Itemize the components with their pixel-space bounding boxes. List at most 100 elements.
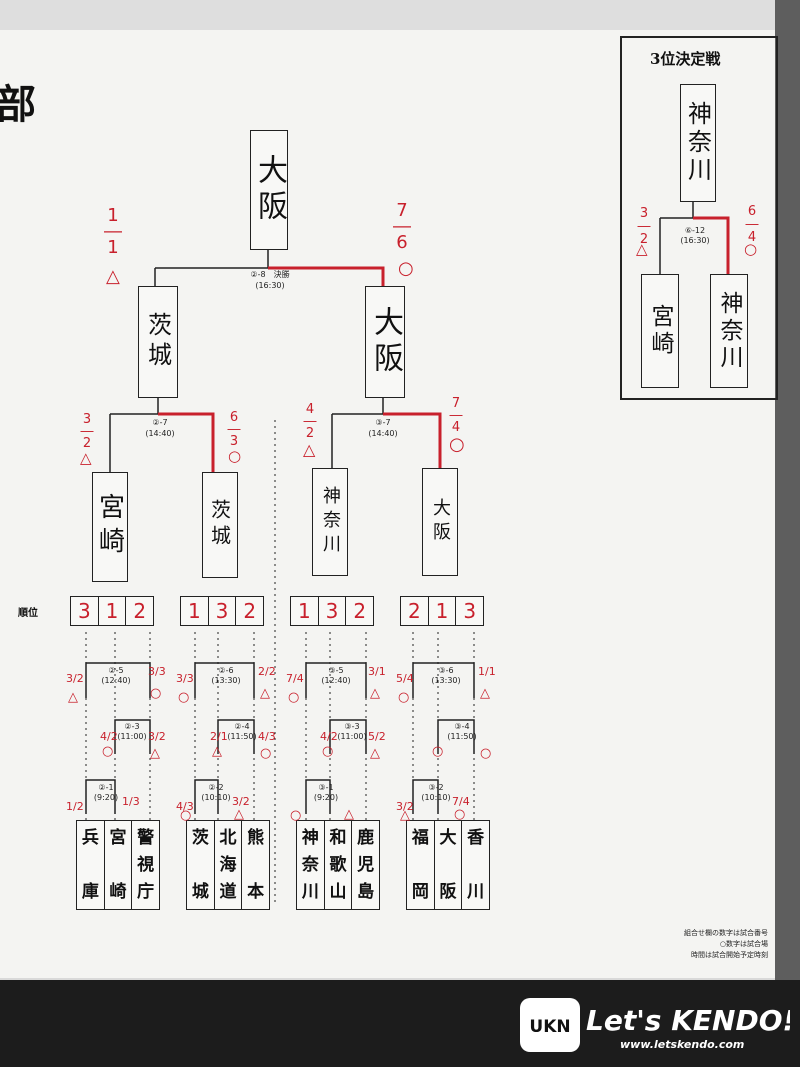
result-mark: ○ [260, 746, 272, 761]
match-time: (10:10) [421, 793, 451, 802]
rank-cell: 3 [71, 597, 99, 625]
rank-cell: 1 [99, 597, 127, 625]
team-char: 警 [137, 828, 155, 848]
score-mark: 4/3 [258, 730, 276, 743]
rank-cell: 1 [181, 597, 209, 625]
score-mark: 7/4 [452, 795, 470, 808]
result-mark: ○ [288, 690, 300, 705]
result-mark: ○ [322, 744, 334, 759]
result-mark: ○ [480, 746, 492, 761]
team-char: 宮 [109, 828, 127, 848]
final-right-score: 7―6 [393, 200, 411, 253]
rank-cell: 3 [209, 597, 237, 625]
team-char: 島 [357, 882, 375, 902]
team-row-3: 神奈川和歌山鹿児島 [296, 820, 380, 910]
final-time: (16:30) [255, 281, 285, 290]
semi-right-winner-box: 大阪 [365, 286, 405, 398]
team-cell: 茨城 [187, 821, 215, 909]
match-time: (10:10) [201, 793, 231, 802]
match-time: (11:00) [117, 732, 147, 741]
team-row-2: 茨城北海道熊本 [186, 820, 270, 910]
semi-right-r-score: 7―4 [449, 396, 463, 435]
third-place-title: 3位決定戦 [650, 50, 721, 68]
team-cell: 香川 [462, 821, 489, 909]
block-winner-2-box: 茨城 [202, 472, 238, 578]
semi-left-l-mark: △ [80, 449, 92, 467]
match-time: (11:00) [337, 732, 367, 741]
score-mark: 4/2 [320, 730, 338, 743]
logo-brand-url: www.letskendo.com [620, 1038, 744, 1051]
final-match-label: ②-8 決勝 [250, 270, 290, 279]
rank-cell: 1 [291, 597, 319, 625]
semi-right-winner: 大阪 [368, 306, 403, 378]
third-place-right-box: 神奈川 [710, 274, 748, 388]
match-time: (13:30) [211, 676, 241, 685]
score-mark: 5/2 [368, 730, 386, 743]
score-mark: 1/1 [478, 665, 496, 678]
logo-badge-text: UKN [529, 1017, 570, 1037]
match-time: (11:50) [227, 732, 257, 741]
team-char: 庁 [137, 882, 155, 902]
score-mark: 3/2 [148, 730, 166, 743]
team-cell: 兵庫 [77, 821, 105, 909]
team-char: 茨 [191, 828, 209, 848]
match-number: ②-4 [234, 722, 250, 731]
result-mark: △ [344, 807, 354, 822]
result-mark: △ [480, 686, 490, 701]
team-char: 奈 [301, 855, 319, 875]
logo-brand-name: Let's KENDO! [586, 1004, 790, 1037]
semi-right-r-mark: ○ [449, 434, 465, 455]
team-cell: 宮崎 [105, 821, 133, 909]
team-cell: 熊本 [242, 821, 269, 909]
header-fragment: 部 [0, 81, 36, 128]
team-cell: 福岡 [407, 821, 435, 909]
result-mark: △ [370, 686, 380, 701]
logo-badge-bg [520, 998, 580, 1052]
semi-left-r-mark: ○ [228, 447, 242, 465]
match-number: ③-4 [454, 722, 470, 731]
team-char: 視 [137, 855, 155, 875]
team-char: 山 [329, 882, 347, 902]
team-char: 北 [219, 828, 237, 848]
wall-top [0, 0, 800, 30]
team-char: 海 [219, 855, 237, 875]
champion-box: 大阪 [250, 130, 288, 250]
semi-left-match-no: ②-7 [152, 418, 168, 427]
match-time: (9:20) [313, 793, 339, 802]
match-number: ③-3 [344, 722, 360, 731]
third-place-panel [620, 36, 778, 400]
third-place-left-score: 3―2 [637, 206, 651, 247]
score-mark: 3/2 [396, 800, 414, 813]
block-winner-3: 神奈川 [320, 486, 341, 558]
team-char: 道 [219, 882, 237, 902]
result-mark: △ [260, 686, 270, 701]
team-char: 熊 [247, 828, 265, 848]
block-winner-4: 大阪 [430, 498, 451, 546]
note-time: 時間は試合開始予定時刻 [691, 951, 768, 959]
score-mark: 1/3 [122, 795, 140, 808]
team-char: 香 [467, 828, 485, 848]
third-place-left-box: 宮崎 [641, 274, 679, 388]
rank-cell: 2 [353, 599, 367, 623]
rank-cell: 3 [319, 597, 347, 625]
third-place-time: (16:30) [680, 236, 710, 245]
block-winner-1-box: 宮崎 [92, 472, 128, 582]
result-mark: ○ [180, 808, 192, 823]
match-time: (11:50) [447, 732, 477, 741]
team-char: 児 [357, 855, 375, 875]
legend-notes: 組合せ欄の数字は試合番号 ○数字は試合場 時間は試合開始予定時刻 [650, 928, 768, 961]
semi-right-time: (14:40) [368, 429, 398, 438]
block-winner-1: 宮崎 [94, 493, 125, 561]
team-cell: 鹿児島 [352, 821, 379, 909]
semi-left-winner: 茨城 [143, 312, 172, 372]
champion-team: 大阪 [252, 154, 287, 226]
semi-right-match-no: ③-7 [375, 418, 391, 427]
team-char: 阪 [439, 882, 457, 902]
semi-left-r-score: 6―3 [227, 410, 241, 449]
rank-cell: 2 [133, 599, 147, 623]
match-number: ②-6 [218, 666, 234, 675]
